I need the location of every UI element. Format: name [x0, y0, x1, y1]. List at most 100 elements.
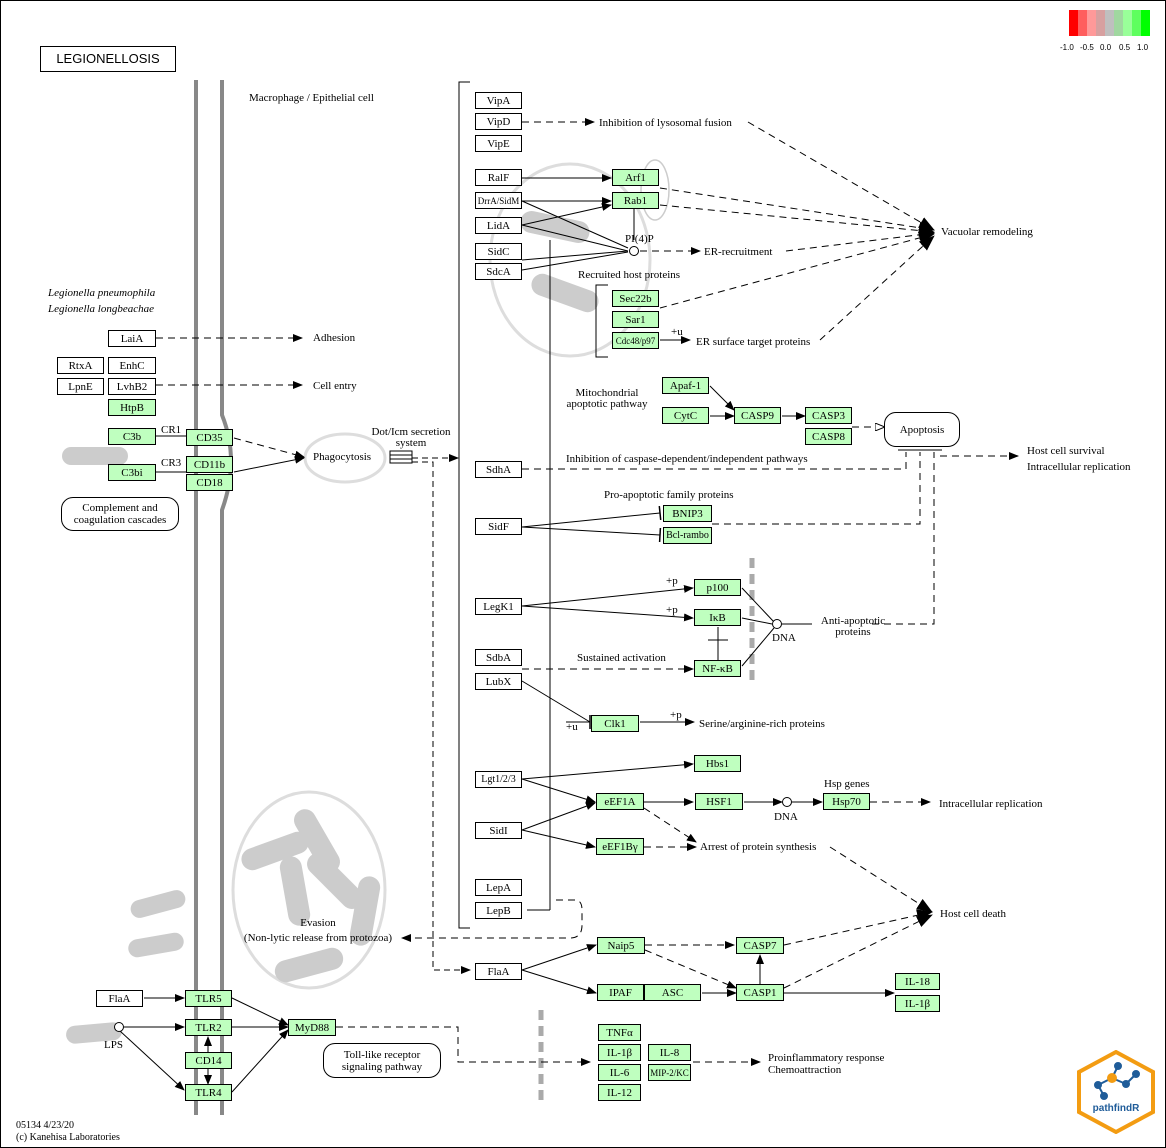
dot-icm-label: system [395, 437, 427, 449]
gene-clk1[interactable]: Clk1 [591, 715, 639, 732]
pi4p-label[interactable]: PI(4)P [625, 233, 654, 245]
gene-flaa[interactable]: FlaA [475, 963, 522, 980]
organism-label: Legionella pneumophila [48, 287, 156, 299]
legend-tick: -0.5 [1080, 43, 1094, 52]
gene-vipd[interactable]: VipD [475, 113, 522, 130]
gene-nfkb[interactable]: NF-κB [694, 660, 741, 677]
evasion-label: Evasion [300, 917, 336, 929]
gene-casp8[interactable]: CASP8 [805, 428, 852, 445]
gene-cd11b[interactable]: CD11b [186, 456, 233, 473]
gene-hsp70[interactable]: Hsp70 [823, 793, 870, 810]
gene-eef1by[interactable]: eEF1Bγ [596, 838, 644, 855]
dna-label[interactable]: DNA [772, 632, 796, 644]
complement-pathway-link[interactable]: Complement and coagulation cascades [61, 497, 179, 531]
gene-casp3[interactable]: CASP3 [805, 407, 852, 424]
gene-drra[interactable]: DrrA/SidM [475, 192, 522, 209]
gene-vipe[interactable]: VipE [475, 135, 522, 152]
logo-text: pathfindR [1092, 1103, 1140, 1114]
legend-swatch [1105, 10, 1114, 36]
legend-swatch [1087, 10, 1096, 36]
pathway-id: 05134 4/23/20 [16, 1120, 75, 1131]
gene-asc[interactable]: ASC [644, 984, 701, 1001]
cell-membrane [194, 80, 233, 1115]
bacteria-decor [62, 211, 599, 1044]
gene-il1b[interactable]: IL-1β [598, 1044, 641, 1061]
gene-il8[interactable]: IL-8 [648, 1044, 691, 1061]
gene-tlr5[interactable]: TLR5 [185, 990, 232, 1007]
gene-ipaf[interactable]: IPAF [597, 984, 644, 1001]
gene-cd14[interactable]: CD14 [185, 1052, 232, 1069]
gene-enhc[interactable]: EnhC [108, 357, 156, 374]
gene-sdha[interactable]: SdhA [475, 461, 522, 478]
gene-c3b[interactable]: C3b [108, 428, 156, 445]
legend-swatch [1141, 10, 1150, 36]
phagocytosis-label[interactable]: Phagocytosis [313, 451, 372, 463]
gene-lvhb2[interactable]: LvhB2 [108, 378, 156, 395]
gene-tnfa[interactable]: TNFα [598, 1024, 641, 1041]
gene-vipa[interactable]: VipA [475, 92, 522, 109]
tlr-pathway-link[interactable]: Toll-like receptor signaling pathway [323, 1043, 441, 1078]
gene-hsf1[interactable]: HSF1 [695, 793, 743, 810]
gene-sec22b[interactable]: Sec22b [612, 290, 659, 307]
gene-lgt[interactable]: Lgt1/2/3 [475, 771, 522, 788]
gene-casp1[interactable]: CASP1 [736, 984, 784, 1001]
gene-hbs1[interactable]: Hbs1 [694, 755, 741, 772]
gene-apaf1[interactable]: Apaf-1 [662, 377, 709, 394]
gene-ralf[interactable]: RalF [475, 169, 522, 186]
gene-il1b[interactable]: IL-1β [895, 995, 940, 1012]
gene-lepa[interactable]: LepA [475, 879, 522, 896]
host-cell-label: Macrophage / Epithelial cell [249, 92, 374, 104]
anti-apoptotic-label: proteins [835, 626, 871, 638]
gene-bcl-rambo[interactable]: Bcl-rambo [663, 527, 712, 544]
plus-p-label: +p [666, 575, 678, 587]
gene-sidf[interactable]: SidF [475, 518, 522, 535]
gene-cdc48[interactable]: Cdc48/p97 [612, 332, 659, 349]
gene-lida[interactable]: LidA [475, 217, 522, 234]
gene-casp9[interactable]: CASP9 [734, 407, 781, 424]
gene-lpne[interactable]: LpnE [57, 378, 104, 395]
gene-laia[interactable]: LaiA [108, 330, 156, 347]
gene-lepb[interactable]: LepB [475, 902, 522, 919]
gene-naip5[interactable]: Naip5 [597, 937, 645, 954]
gene-rtxa[interactable]: RtxA [57, 357, 104, 374]
gene-bnip3[interactable]: BNIP3 [663, 505, 712, 522]
apoptosis-pathway-link[interactable]: Apoptosis [884, 412, 960, 447]
gene-flaa[interactable]: FlaA [96, 990, 143, 1007]
gene-sidc[interactable]: SidC [475, 243, 522, 260]
gene-casp7[interactable]: CASP7 [736, 937, 784, 954]
gene-c3bi[interactable]: C3bi [108, 464, 156, 481]
arrest-label: Arrest of protein synthesis [700, 841, 817, 853]
legend-swatch [1078, 10, 1087, 36]
gene-myd88[interactable]: MyD88 [288, 1019, 336, 1036]
legend-swatch [1132, 10, 1141, 36]
gene-legk1[interactable]: LegK1 [475, 598, 522, 615]
lps-label[interactable]: LPS [104, 1039, 123, 1051]
gene-arf1[interactable]: Arf1 [612, 169, 659, 186]
gene-p100[interactable]: p100 [694, 579, 741, 596]
gene-ikb[interactable]: IκB [694, 609, 741, 626]
gene-tlr4[interactable]: TLR4 [185, 1084, 232, 1101]
dna-label[interactable]: DNA [774, 811, 798, 823]
legend-tick: -1.0 [1060, 43, 1074, 52]
gene-sar1[interactable]: Sar1 [612, 311, 659, 328]
gene-lubx[interactable]: LubX [475, 673, 522, 690]
gene-il6[interactable]: IL-6 [598, 1064, 641, 1081]
gene-tlr2[interactable]: TLR2 [185, 1019, 232, 1036]
gene-mip2kc[interactable]: MIP-2/KC [648, 1064, 691, 1081]
gene-il12[interactable]: IL-12 [598, 1084, 641, 1101]
dot-icm-label: Dot/Icm secretion [371, 426, 451, 438]
gene-rab1[interactable]: Rab1 [612, 192, 659, 209]
organism-label: Legionella longbeachae [48, 303, 155, 315]
copyright: (c) Kanehisa Laboratories [16, 1132, 120, 1143]
gene-sidi[interactable]: SidI [475, 822, 522, 839]
gene-eef1a[interactable]: eEF1A [596, 793, 644, 810]
gene-sdba[interactable]: SdbA [475, 649, 522, 666]
gene-cd18[interactable]: CD18 [186, 474, 233, 491]
sustained-activation-label: Sustained activation [577, 652, 666, 664]
gene-il18[interactable]: IL-18 [895, 973, 940, 990]
gene-cd35[interactable]: CD35 [186, 429, 233, 446]
legend-swatch [1069, 10, 1078, 36]
gene-cytc[interactable]: CytC [662, 407, 709, 424]
gene-sdca[interactable]: SdcA [475, 263, 522, 280]
gene-htpb[interactable]: HtpB [108, 399, 156, 416]
